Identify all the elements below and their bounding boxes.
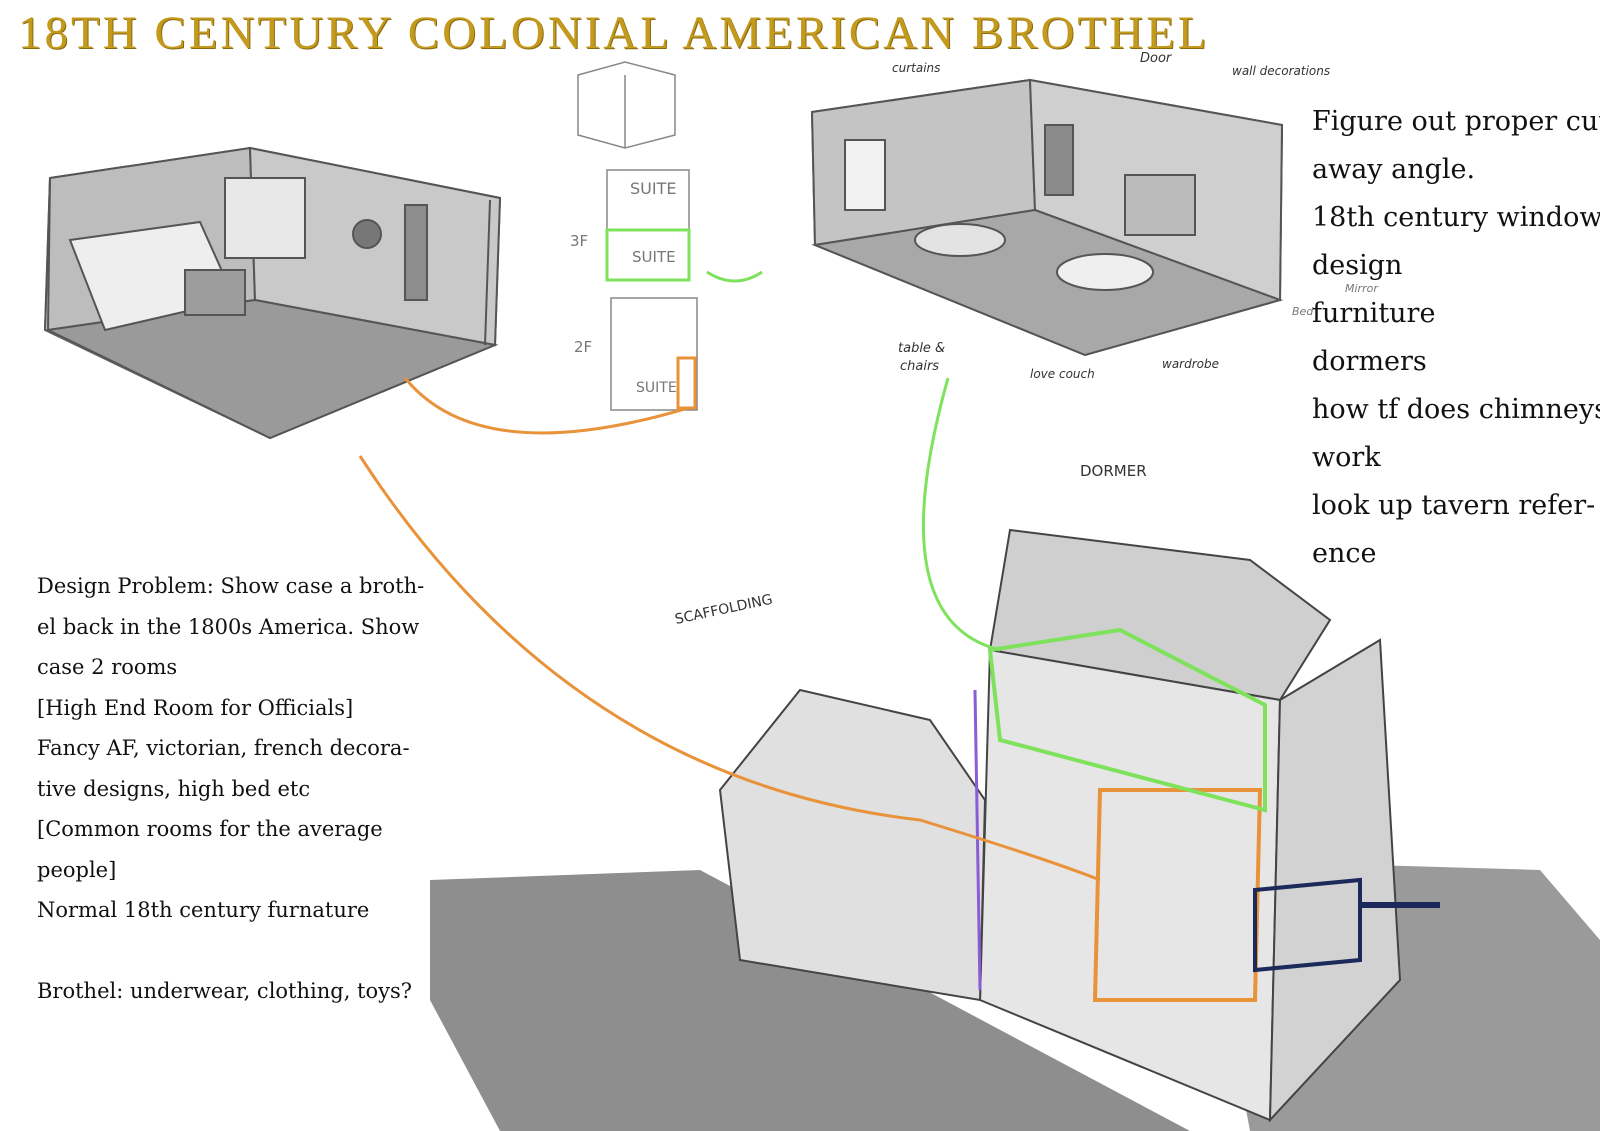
note-line: Brothel: underwear, clothing, toys? [37,978,413,1003]
todo-notes: Figure out proper cut- away angle. 18th … [1312,98,1600,578]
design-problem-notes: Design Problem: Show case a broth- el ba… [37,566,425,1011]
floor-plan-sketch [577,61,763,411]
label-door: Door [1140,51,1173,66]
note-line: Design Problem: Show case a broth- [37,574,425,598]
note-line: [Common rooms for the average [37,817,383,841]
note-line: [High End Room for Officials] [37,695,354,720]
label-wall-decorations: wall decorations [1232,64,1330,78]
note-line: el back in the 1800s America. Show [37,614,420,639]
label-table-chairs-2: chairs [900,359,939,374]
label-dormer: DORMER [1080,462,1147,480]
note-line: furniture [1312,298,1436,329]
label-table-chairs-1: table & [898,341,945,356]
note-line: ence [1312,538,1377,569]
label-scaffolding: SCAFFOLDING [674,592,775,628]
arrow-suite-to-building [921,377,1001,652]
label-curtains: curtains [892,61,940,75]
note-line: Figure out proper cut- [1312,106,1600,137]
suite-label-3f: SUITE [632,248,676,266]
suite-label-2f: SUITE [636,380,677,396]
note-line: how tf does chimneys [1312,394,1600,425]
arrow-common-to-building [358,455,1101,882]
page-title: 18TH CENTURY COLONIAL AMERICAN BROTHEL [18,7,1210,59]
note-line [37,931,417,971]
suite-label-top: SUITE [630,179,676,198]
note-line: dormers [1312,346,1427,377]
note-line: people] [37,857,117,882]
suite-room-sketch [810,78,1284,357]
note-line: Normal 18th century furnature [37,898,370,922]
note-line: case 2 rooms [37,655,178,679]
note-line: Fancy AF, victorian, french decora- [37,736,410,760]
label-bed: Bed [1292,305,1314,318]
note-line: work [1312,442,1381,473]
note-line: away angle. [1312,154,1476,185]
label-mirror: Mirror [1345,282,1379,295]
note-line: tive designs, high bed etc [37,776,311,801]
arrow-common-room [403,377,689,435]
floor-label-3f: 3F [570,232,588,250]
note-line: look up tavern refer- [1312,490,1596,521]
common-room-sketch [43,146,502,440]
note-line: 18th century window [1312,202,1600,233]
building-sketch [430,528,1600,1131]
label-love-couch: love couch [1030,367,1095,381]
label-wardrobe: wardrobe [1162,357,1219,371]
floor-label-2f: 2F [574,338,592,356]
note-line: design [1312,250,1403,281]
